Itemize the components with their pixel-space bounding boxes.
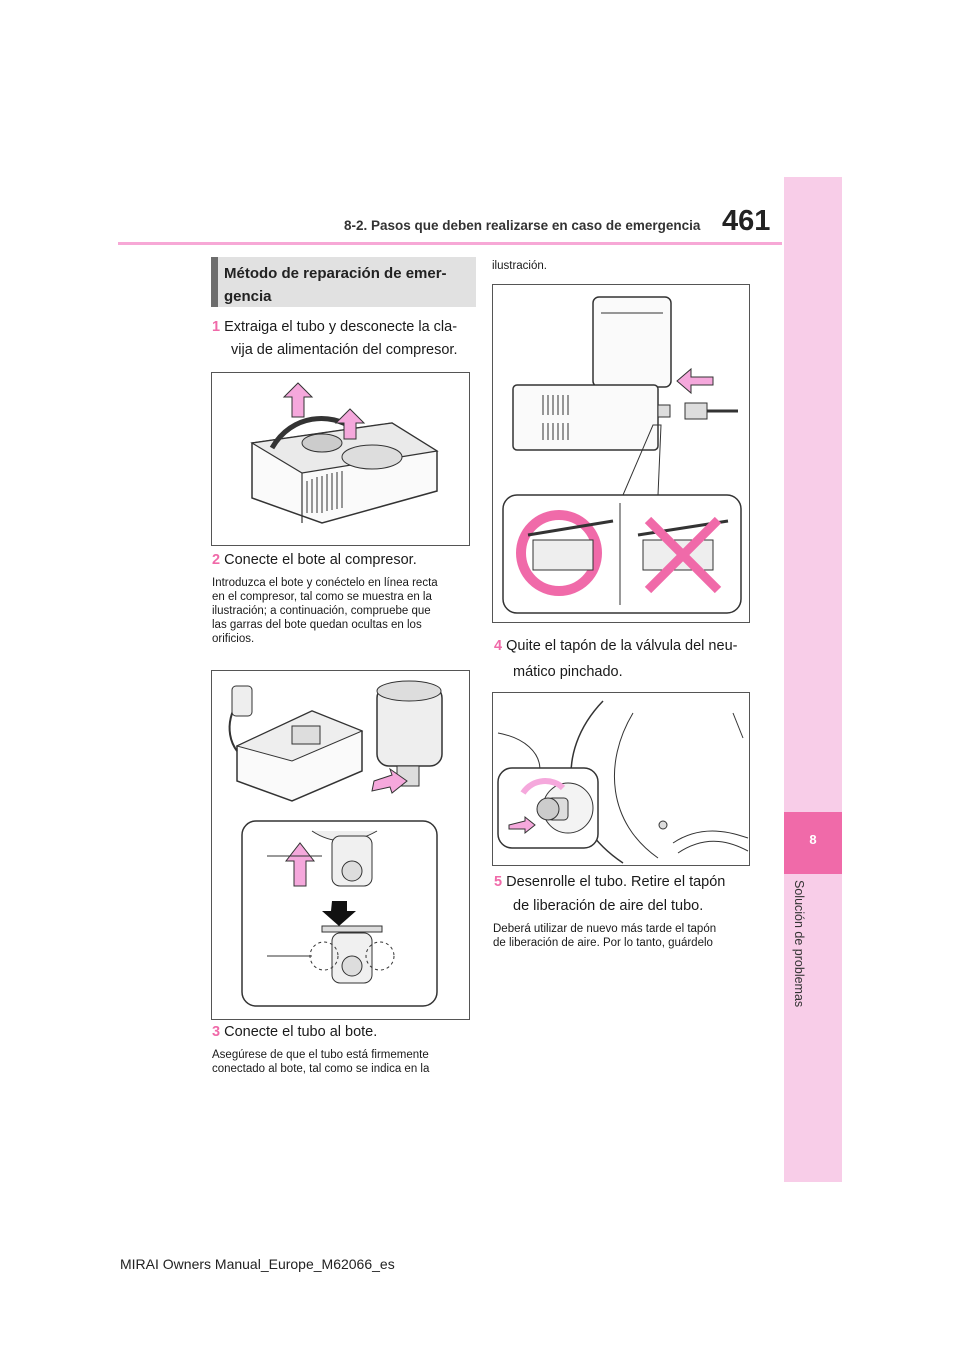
step-number: 1	[212, 319, 221, 335]
chapter-title: Solución de problemas	[792, 880, 806, 1008]
step-3: 3 Conecte el tubo al bote.	[212, 1024, 378, 1040]
step-5-line2: de liberación de aire del tubo.	[513, 898, 704, 914]
footer-manual-id: MIRAI Owners Manual_Europe_M62066_es	[120, 1256, 395, 1272]
step-number: 3	[212, 1024, 221, 1040]
step-3-note-continued: ilustración.	[492, 260, 547, 272]
section-label: 8-2. Pasos que deben realizarse en caso …	[344, 218, 701, 233]
chapter-number: 8	[809, 832, 817, 847]
figure-compressor-unplug	[211, 372, 470, 546]
step-5-note: Deberá utilizar de nuevo más tarde el ta…	[493, 923, 717, 949]
step-1-line2: vija de alimentación del compresor.	[231, 342, 458, 358]
header-rule	[118, 242, 782, 245]
step-2-note: Introduzca el bote y conéctelo en línea …	[212, 577, 438, 645]
step-1: 1 Extraiga el tubo y desconecte la cla-	[212, 319, 458, 335]
step-number: 4	[494, 638, 503, 654]
step-4: 4 Quite el tapón de la válvula del neu-	[494, 638, 738, 654]
figure-valve-cap	[492, 692, 750, 866]
step-number: 5	[494, 874, 503, 890]
step-4-line2: mático pinchado.	[513, 664, 623, 680]
chapter-number-box	[784, 812, 842, 874]
section-title: Método de reparación de emer-gencia	[224, 265, 447, 305]
chapter-side-tab	[784, 177, 842, 1182]
figure-bottle-to-compressor	[211, 670, 470, 1020]
step-2: 2 Conecte el bote al compresor.	[212, 552, 417, 568]
step-3-note: Asegúrese de que el tubo está firmemente…	[212, 1049, 430, 1075]
figure-hose-to-bottle	[492, 284, 750, 623]
section-title-box	[211, 257, 476, 307]
step-5: 5 Desenrolle el tubo. Retire el tapón	[494, 874, 726, 890]
page-number: 461	[722, 205, 771, 237]
step-number: 2	[212, 552, 221, 568]
